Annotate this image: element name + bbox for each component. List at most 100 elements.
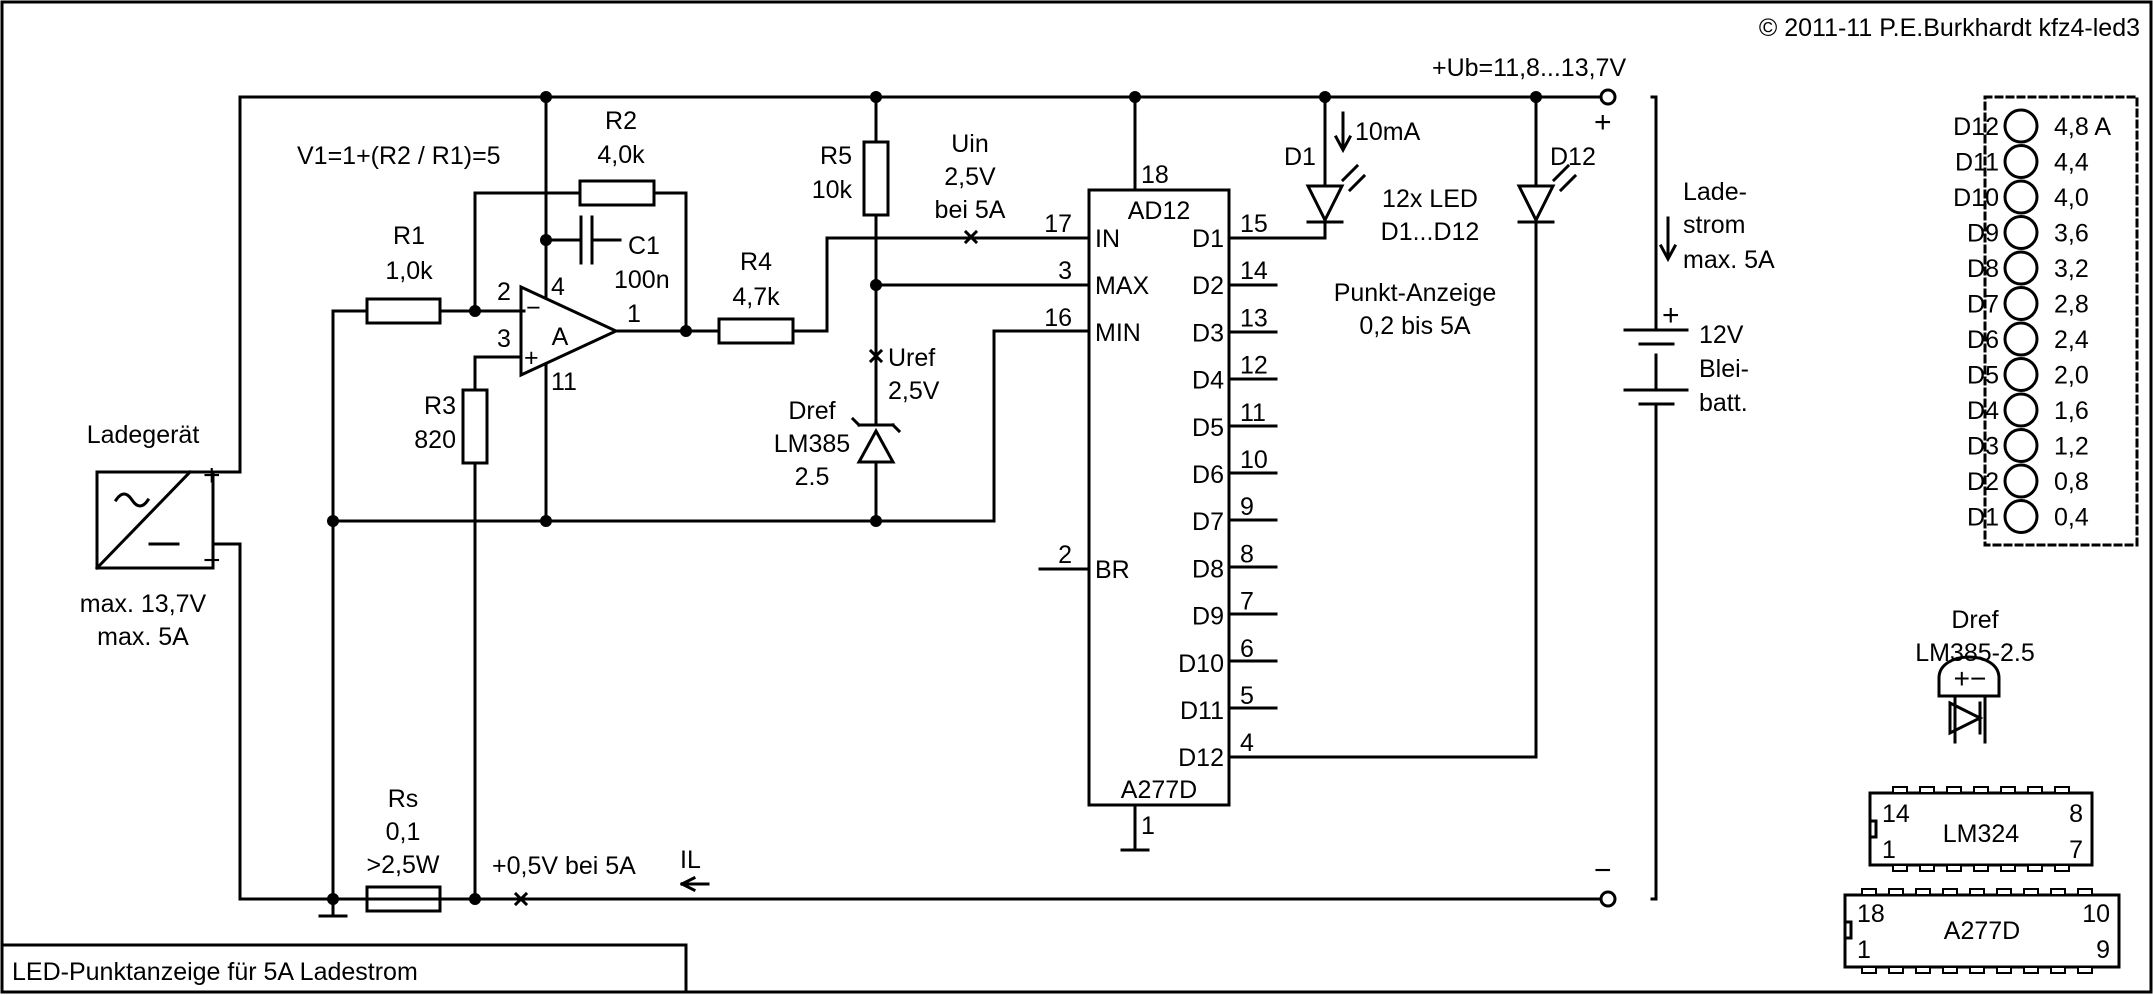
ic-pin-name-right: D9: [1192, 603, 1224, 631]
led-scale-led: [2003, 250, 2039, 286]
a277d-name: A277D: [1944, 917, 2020, 945]
supply-rail-charger: [211, 95, 242, 474]
ic-a277d-body: [1087, 188, 1231, 807]
supply-voltage-label: +Ub=11,8...13,7V: [1432, 54, 1626, 82]
led-scale-value: 3,6: [2054, 220, 2089, 248]
r4-name: R4: [740, 248, 772, 276]
ic-pin-name-right: D10: [1178, 650, 1224, 678]
led-scale-led: [2003, 392, 2039, 428]
rs-resistor: [365, 885, 442, 913]
battery-minus-wire: [1650, 403, 1658, 901]
led-scale-name: D10: [1953, 184, 1999, 212]
led-scale-value: 4,4: [2054, 149, 2089, 177]
ic-pin-name-right: D3: [1192, 319, 1224, 347]
a277d-pin-1: 1: [1857, 936, 1871, 964]
pinout-dref-name: Dref: [1951, 606, 1998, 634]
led-group-range: D1...D12: [1381, 218, 1480, 246]
d12-output-wire: [1227, 221, 1538, 759]
led-scale-led: [2003, 144, 2039, 179]
led-scale-led: [2003, 357, 2039, 392]
led-scale-value: 2,8: [2054, 291, 2089, 319]
uin-test-point: [963, 229, 979, 245]
charger-spec-2: max. 5A: [97, 623, 189, 651]
led-scale-led: [2003, 286, 2039, 321]
ic-pin-number-right: 12: [1240, 352, 1268, 380]
led-scale-value: 2,4: [2054, 326, 2089, 354]
rs-name: Rs: [388, 785, 419, 813]
charger-diagonal: [94, 469, 193, 571]
opamp-pin-1: 1: [627, 300, 641, 328]
led-current-label: 10mA: [1355, 118, 1421, 146]
battery-symbol: [1623, 328, 1689, 406]
led-scale-frame: [1983, 95, 2139, 547]
uin-condition: bei 5A: [935, 196, 1006, 224]
c1-name: C1: [628, 232, 660, 260]
c1-capacitor: [544, 215, 622, 265]
d1-output-wire: [1227, 221, 1327, 240]
led-scale-value: 4,8 A: [2054, 113, 2111, 141]
ic-pin-number-right: 11: [1240, 399, 1266, 427]
led-scale-name: D7: [1967, 291, 1999, 319]
charger-spec-1: max. 13,7V: [80, 590, 207, 618]
ic-pin-name-right: D8: [1192, 555, 1224, 583]
opamp-pin-4: 4: [551, 273, 565, 301]
ic-pin-name-right: D12: [1178, 744, 1224, 772]
r5-resistor: [862, 140, 890, 217]
display-mode: Punkt-Anzeige: [1334, 279, 1497, 307]
drawing-title: LED-Punktanzeige für 5A Ladestrom: [12, 958, 418, 986]
led-scale-value: 1,2: [2054, 433, 2089, 461]
battery-plus: +: [1662, 299, 1680, 332]
led-scale-name: D2: [1967, 468, 1999, 496]
a277d-pin-18: 18: [1857, 900, 1885, 928]
title-box: [0, 943, 688, 994]
ic-pin-name-left: BR: [1095, 556, 1130, 584]
led-group-label: 12x LED: [1382, 185, 1478, 213]
ic-pin-number-left: 16: [1044, 304, 1072, 332]
d1-led: [1305, 184, 1345, 224]
led-scale-name: D1: [1967, 504, 1999, 532]
led-scale-led: [2003, 179, 2039, 215]
junction-dots: [327, 91, 1542, 905]
ic-pin-number-right: 14: [1240, 257, 1268, 285]
package-pins: [1861, 786, 2093, 974]
charge-current-l1: Lade-: [1683, 178, 1747, 206]
supply-minus: −: [1594, 854, 1612, 887]
ic-pin-18: 18: [1141, 161, 1169, 189]
uref-voltage: 2,5V: [888, 377, 940, 405]
supply-plus: +: [1594, 106, 1612, 139]
ic-pin-name-left: MIN: [1095, 319, 1141, 347]
pinout-dref-pins: +−: [1954, 663, 1987, 694]
ic-pin-number-left: 3: [1058, 257, 1072, 285]
led-scale-value: 0,4: [2054, 504, 2089, 532]
gain-formula: V1=1+(R2 / R1)=5: [297, 142, 501, 170]
display-range: 0,2 bis 5A: [1359, 312, 1471, 340]
uref-test-point: [868, 348, 884, 364]
ic-pin-1-ground: [1120, 803, 1150, 852]
opamp-pin-2: 2: [497, 278, 511, 306]
charger-plus: +: [203, 459, 221, 492]
opamp-noninv-sign: +: [524, 344, 539, 372]
terminal-minus: [1599, 890, 1617, 908]
lm324-notch: [1868, 819, 1878, 839]
charger-ac-mark: [113, 492, 151, 508]
ground-bus: [331, 329, 1091, 523]
r4-resistor: [717, 317, 795, 345]
led-scale-led: [2003, 463, 2039, 499]
opamp-label: A: [552, 323, 569, 351]
c1-value: 100n: [614, 266, 670, 294]
ic-part: A277D: [1121, 776, 1197, 804]
ic-pin-number-right: 13: [1240, 304, 1268, 332]
r1-value: 1,0k: [385, 257, 433, 285]
dref-name: Dref: [788, 397, 835, 425]
ic-pin-number-left: 2: [1058, 541, 1072, 569]
terminals: [1599, 88, 1617, 908]
r5-value: 10k: [812, 176, 853, 204]
led-scale-led: [2003, 428, 2039, 463]
ic-pin-name-right: D7: [1192, 508, 1224, 536]
ground-rail: [211, 542, 1603, 901]
ic-pin-number-right: 5: [1240, 682, 1254, 710]
led-d12-label: D12: [1550, 143, 1596, 171]
charger-minus: −: [203, 544, 221, 577]
ic-pin-labels: 17IN3MAX16MIN2BRD115D214D313D412D511D610…: [1044, 210, 1268, 772]
